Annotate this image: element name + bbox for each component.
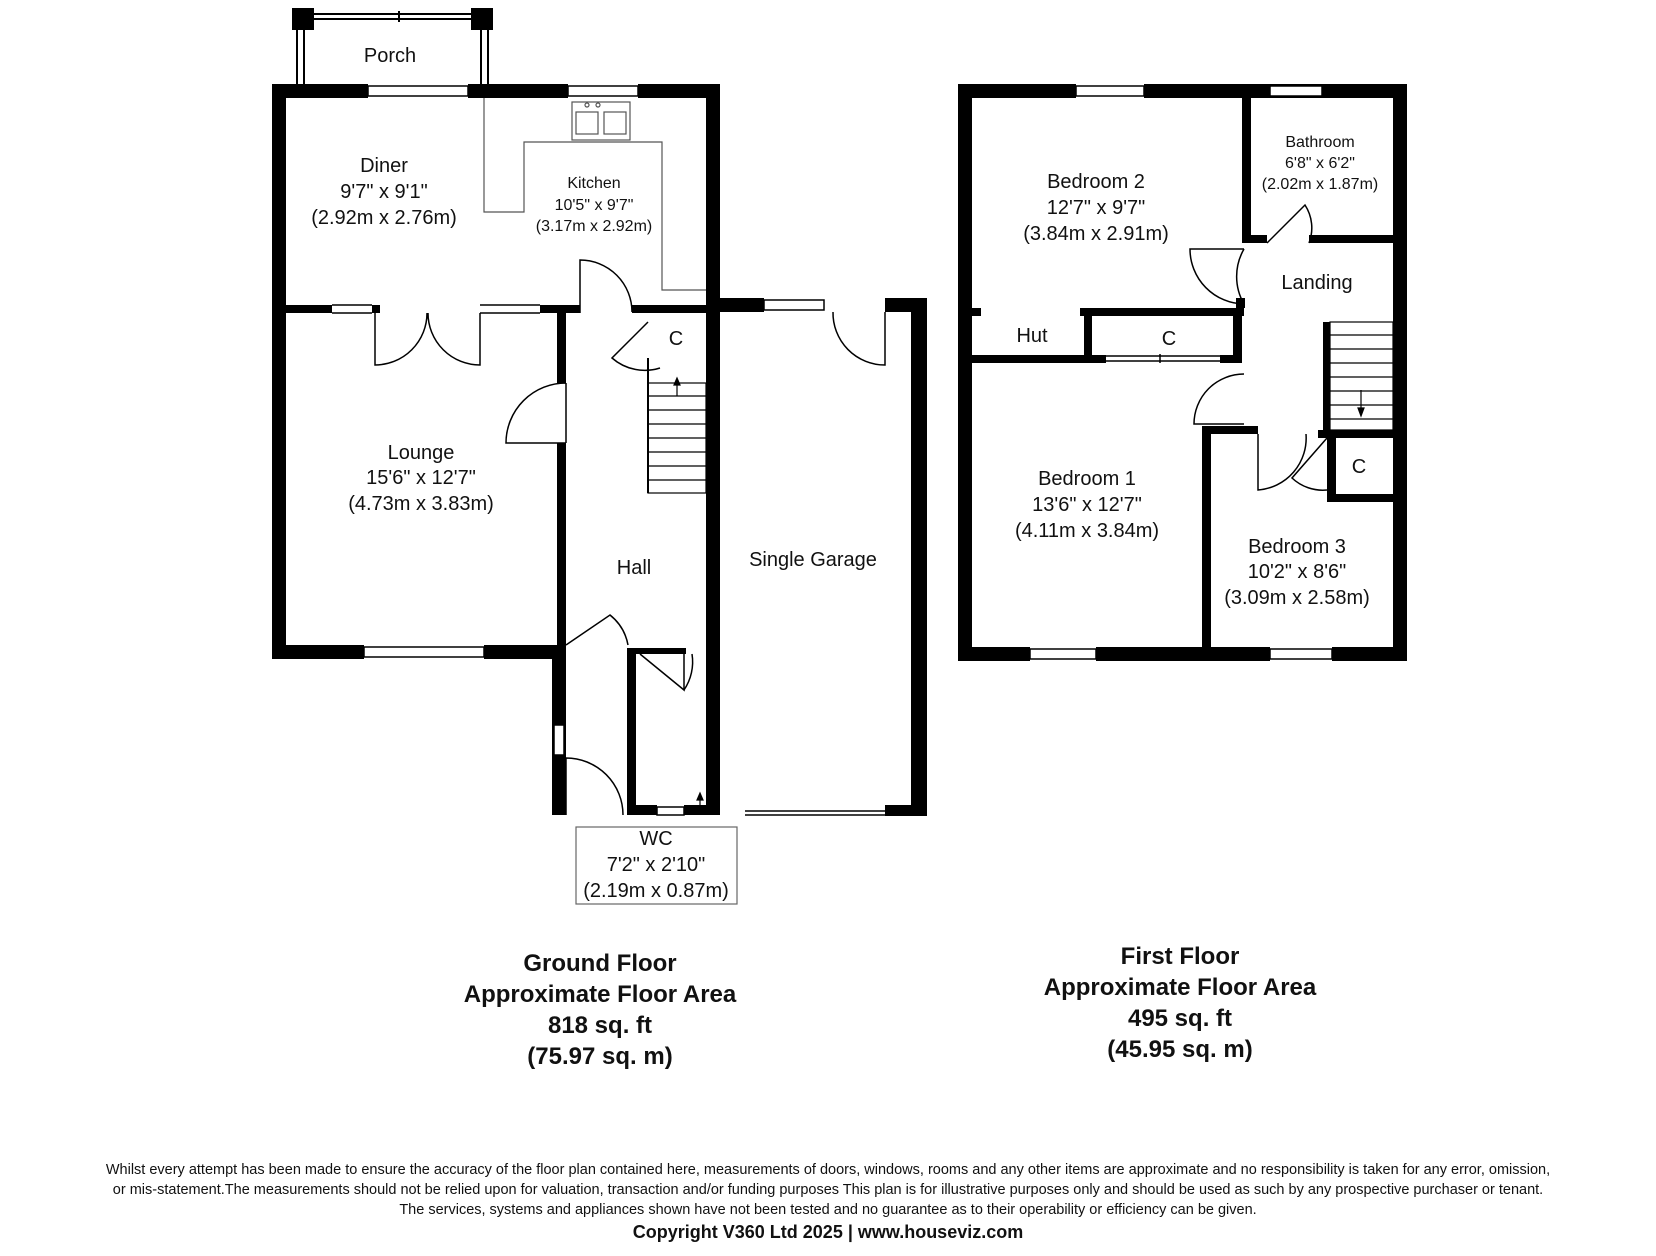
disclaimer-line-2: or mis-statement.The measurements should…: [112, 1182, 1544, 1198]
garage-name: Single Garage: [749, 549, 877, 571]
lounge-metric: (4.73m x 3.83m): [348, 493, 494, 515]
first-floor-walls: [958, 84, 1407, 661]
first-floor-area-sqm: (45.95 sq. m): [1107, 1036, 1253, 1063]
wc-outline: [575, 826, 738, 905]
landing-name: Landing: [1281, 272, 1352, 294]
kitchen-name: Kitchen: [567, 175, 620, 192]
ground-floor-area-sqft: 818 sq. ft: [547, 1012, 653, 1039]
wc-metric: (2.19m x 0.87m): [583, 880, 729, 902]
bedroom2-metric: (3.84m x 2.91m): [1023, 223, 1169, 245]
first-floor-area-sqft: 495 sq. ft: [1127, 1005, 1233, 1032]
bedroom1-name: Bedroom 1: [1038, 468, 1136, 490]
diner-imperial: 9'7" x 9'1": [340, 181, 427, 203]
disclaimer-line-3: The services, systems and appliances sho…: [399, 1202, 1257, 1218]
diner-metric: (2.92m x 2.76m): [311, 207, 457, 229]
bathroom-metric: (2.02m x 1.87m): [1262, 176, 1378, 193]
copyright-notice: Copyright V360 Ltd 2025 | www.houseviz.c…: [632, 1222, 1024, 1242]
bedroom2-name: Bedroom 2: [1047, 171, 1145, 193]
cupboard1-name: C: [1162, 328, 1176, 350]
disclaimer-line-1: Whilst every attempt has been made to en…: [105, 1162, 1551, 1178]
disclaimer: Whilst every attempt has been made to en…: [0, 1160, 1656, 1244]
ground-floor-subtitle: Approximate Floor Area: [463, 981, 737, 1008]
porch-walls: [292, 8, 493, 84]
bedroom3-imperial: 10'2" x 8'6": [1248, 561, 1347, 583]
ground-floor-plan: Porch Diner 9'7" x 9'1" (2.92m x 2.76m) …: [272, 8, 927, 905]
hall-name: Hall: [617, 557, 651, 579]
diner-name: Diner: [360, 155, 408, 177]
ground-floor-summary: Ground Floor Approximate Floor Area 818 …: [400, 948, 800, 1072]
bathroom-imperial: 6'8" x 6'2": [1285, 155, 1355, 172]
first-floor-summary: First Floor Approximate Floor Area 495 s…: [980, 941, 1380, 1065]
landing-stairs: [1323, 321, 1394, 431]
kitchen-imperial: 10'5" x 9'7": [555, 197, 634, 214]
bedroom3-metric: (3.09m x 2.58m): [1224, 587, 1370, 609]
first-floor-plan: Bedroom 2 12'7" x 9'7" (3.84m x 2.91m) B…: [958, 84, 1407, 661]
first-floor-doors: [1189, 203, 1328, 491]
ground-floor-title: Ground Floor: [523, 950, 677, 977]
porch-name: Porch: [364, 45, 416, 67]
bathroom-name: Bathroom: [1285, 134, 1354, 151]
ground-floor-doors: [374, 259, 886, 816]
lounge-name: Lounge: [388, 442, 455, 464]
bedroom2-imperial: 12'7" x 9'7": [1047, 197, 1146, 219]
cupboard2-name: C: [1352, 456, 1366, 478]
bedroom1-imperial: 13'6" x 12'7": [1032, 494, 1142, 516]
hut-name: Hut: [1016, 325, 1048, 347]
stairs: [647, 358, 707, 805]
ground-floor-walls: [272, 84, 927, 816]
wc-name: WC: [639, 828, 672, 850]
first-floor-subtitle: Approximate Floor Area: [1043, 974, 1317, 1001]
bedroom1-metric: (4.11m x 3.84m): [1015, 520, 1159, 542]
cupboard-name: C: [669, 328, 683, 350]
ground-floor-area-sqm: (75.97 sq. m): [527, 1043, 673, 1070]
wc-imperial: 7'2" x 2'10": [607, 854, 706, 876]
first-floor-title: First Floor: [1120, 943, 1240, 970]
ground-floor-windows: [332, 85, 885, 816]
bedroom3-name: Bedroom 3: [1248, 536, 1346, 558]
first-floor-windows: [1029, 85, 1333, 660]
lounge-imperial: 15'6" x 12'7": [366, 467, 476, 489]
kitchen-metric: (3.17m x 2.92m): [536, 218, 652, 235]
kitchen-counter: [483, 98, 706, 291]
